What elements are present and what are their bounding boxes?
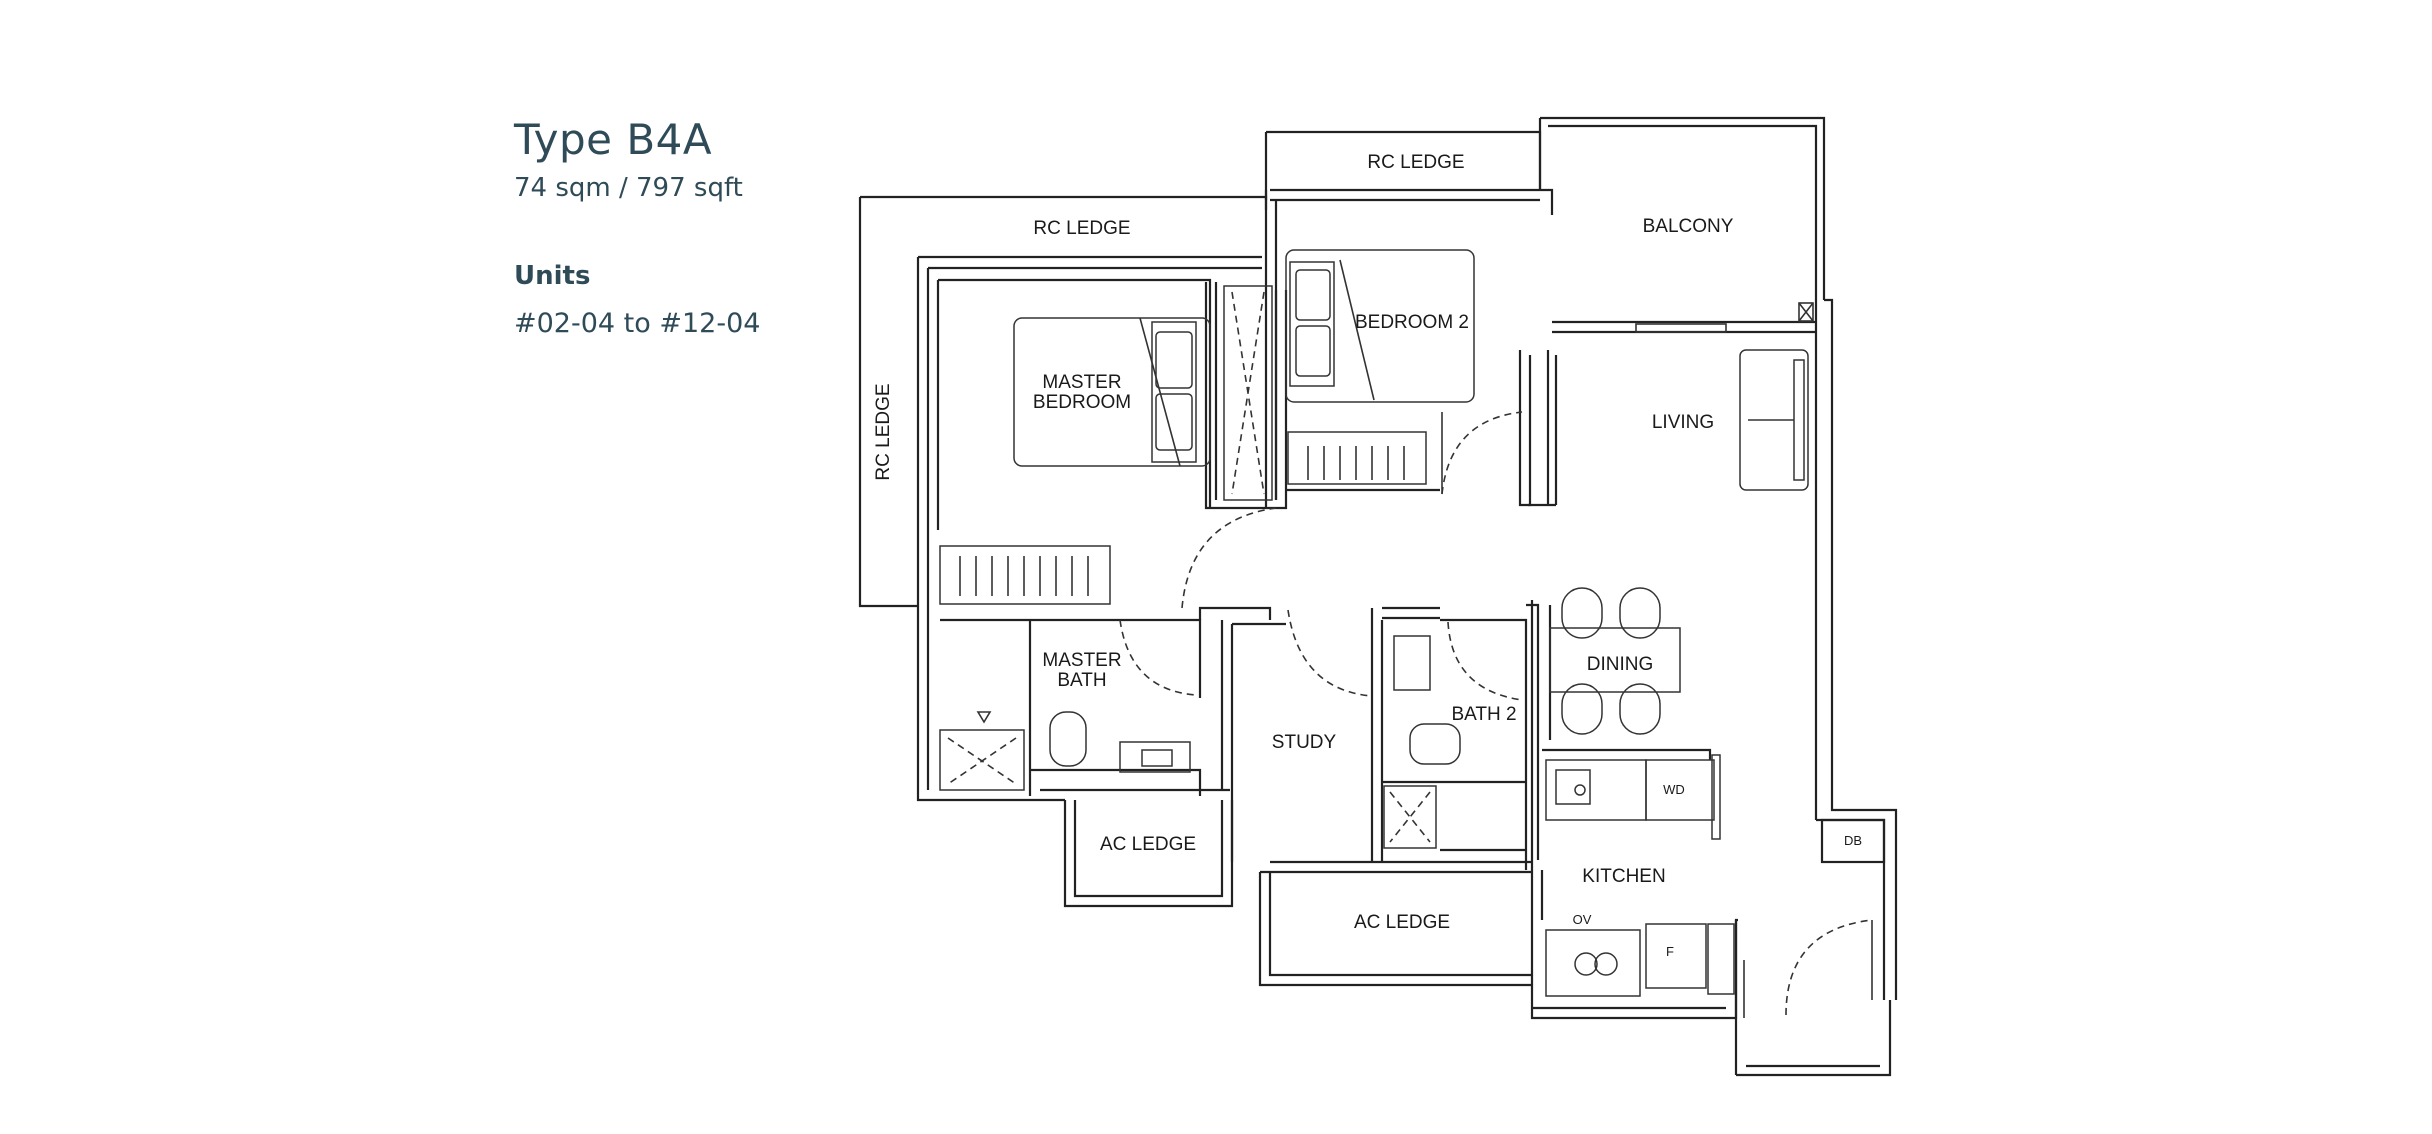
unit-info-panel: Type B4A 74 sqm / 797 sqft Units #02-04 … [514,112,760,342]
bath2-shower [1383,785,1437,849]
label-ov: OV [1573,912,1592,927]
label-ac-ledge-left: AC LEDGE [1100,834,1196,855]
unit-type-title: Type B4A [514,115,713,164]
label-kitchen: KITCHEN [1582,866,1665,887]
master-shower [939,729,1025,791]
units-range: #02-04 to #12-04 [514,308,761,339]
bedroom2-bed [1285,249,1475,403]
units-heading: Units [514,261,591,291]
furniture [939,249,1809,997]
label-bedroom2: BEDROOM 2 [1355,312,1469,333]
bedroom2-wardrobe [1287,431,1427,485]
master-toilet [1049,711,1087,767]
sofa [1739,349,1809,491]
label-study: STUDY [1272,732,1337,753]
label-balcony: BALCONY [1643,216,1734,237]
label-rc-ledge-top: RC LEDGE [1367,152,1464,173]
label-db: DB [1844,833,1862,848]
label-living: LIVING [1652,412,1714,433]
label-master-bath-line1: MASTER [1042,650,1121,671]
interior-walls [940,190,1712,870]
stove-oven [1545,929,1641,997]
label-fridge: F [1666,944,1674,959]
fridge [1645,923,1707,989]
master-wardrobe [939,545,1111,605]
label-wd: WD [1663,782,1685,797]
label-master-bedroom-line2: BEDROOM [1033,392,1131,413]
label-rc-ledge-side: RC LEDGE [873,383,894,480]
dining-table [1549,627,1681,693]
label-rc-ledge-upper: RC LEDGE [1033,218,1130,239]
room-labels: RC LEDGE RC LEDGE RC LEDGE BALCONY BEDRO… [873,152,1862,959]
label-dining: DINING [1587,654,1654,675]
label-bath2: BATH 2 [1451,704,1516,725]
label-master-bath-line2: BATH [1057,670,1106,691]
washer-dryer [1645,759,1715,821]
bath2-toilet [1409,723,1461,765]
bath2-basin [1393,635,1431,691]
master-bed [1013,317,1211,467]
label-master-bedroom-line1: MASTER [1042,372,1121,393]
doors [1119,411,1873,1018]
label-ac-ledge-bottom: AC LEDGE [1354,912,1450,933]
unit-size: 74 sqm / 797 sqft [514,173,743,203]
